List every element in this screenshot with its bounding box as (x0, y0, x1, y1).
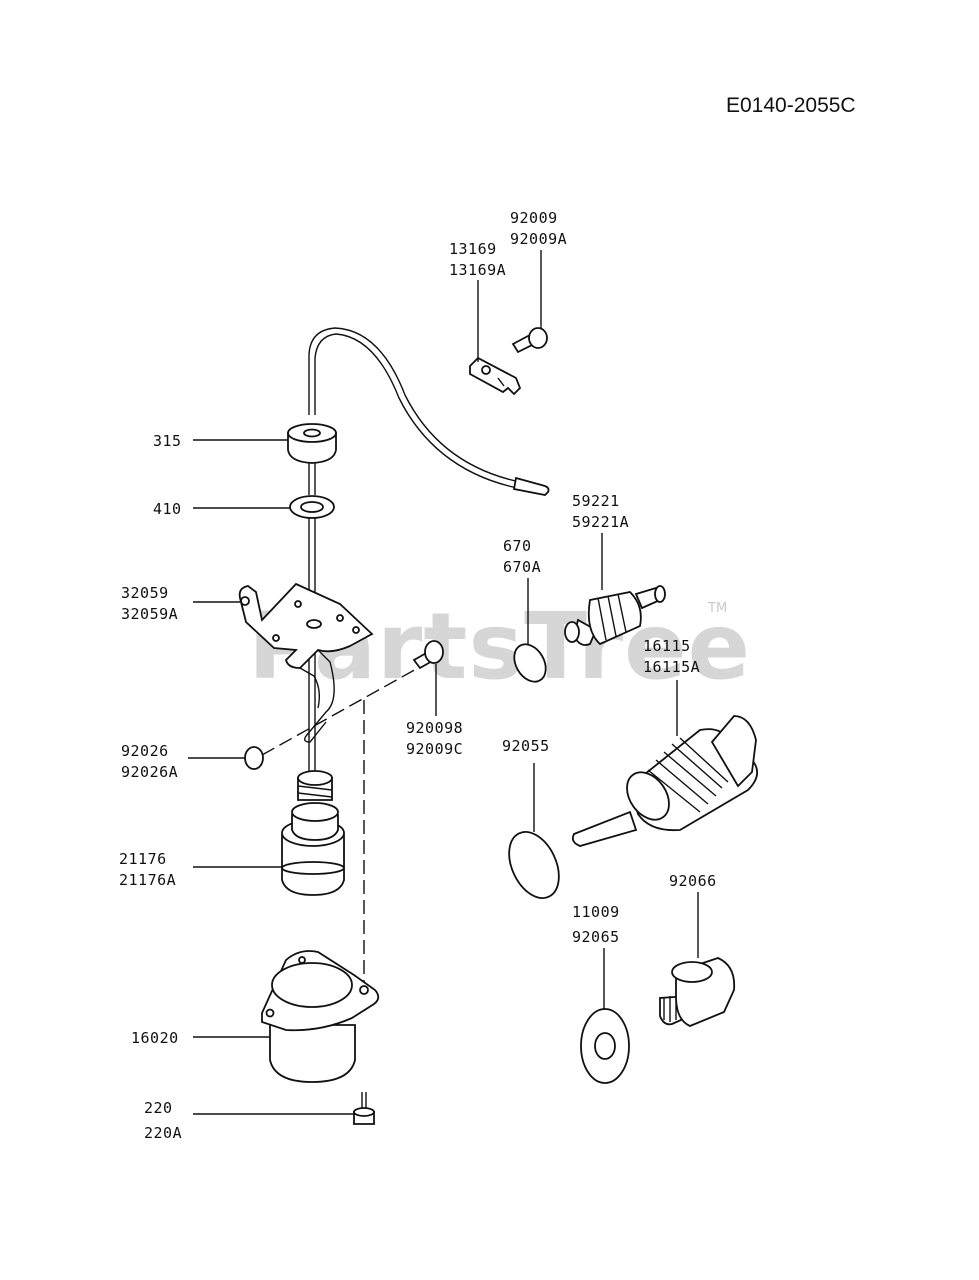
watermark-trademark: TM (707, 601, 727, 616)
screw-92009c-part (412, 640, 444, 670)
callout-label: 920098 (406, 719, 463, 737)
diagram-code: E0140-2055C (726, 94, 856, 117)
callout-label: 220A (144, 1124, 182, 1142)
callout-92009[interactable]: 92009 92009A (510, 209, 567, 248)
callout-920098[interactable]: 920098 92009C (406, 719, 463, 758)
callout-label: 32059 (121, 584, 169, 602)
callout-32059[interactable]: 32059 32059A (121, 584, 178, 623)
plug-92066-part (659, 957, 736, 1027)
plate-13169-part (469, 356, 522, 396)
callout-label: 92055 (502, 737, 550, 755)
callout-label: 670A (503, 558, 541, 576)
callout-670[interactable]: 670 670A (503, 537, 541, 576)
callout-label: 92009C (406, 740, 463, 758)
callout-label: 92066 (669, 872, 717, 890)
callout-label: 670 (503, 537, 532, 555)
callout-label: 16115A (643, 658, 700, 676)
washer-410-part (289, 495, 335, 519)
switch-59221-part (564, 585, 666, 646)
callout-21176[interactable]: 21176 21176A (119, 850, 176, 889)
callout-label: 13169A (449, 261, 506, 279)
callout-label: 315 (153, 432, 182, 450)
callout-label: 410 (153, 500, 182, 518)
oring-670-part (513, 643, 547, 683)
screw-220-part (353, 1092, 375, 1125)
callout-label: 92026A (121, 763, 178, 781)
callout-315[interactable]: 315 (153, 432, 182, 450)
callout-16020[interactable]: 16020 (131, 1029, 179, 1047)
callout-label: 92009 (510, 209, 558, 227)
washer-92065-part (580, 1008, 630, 1084)
callout-92055[interactable]: 92055 (502, 737, 550, 755)
callout-label: 92026 (121, 742, 169, 760)
callout-59221[interactable]: 59221 59221A (572, 492, 629, 531)
screw-92009-part (511, 327, 548, 354)
bracket-32059-part (238, 582, 374, 743)
callout-label: 220 (144, 1099, 173, 1117)
callout-220[interactable]: 220 220A (144, 1099, 182, 1142)
alignment-line-diagonal (261, 667, 419, 756)
leader-lines (188, 250, 699, 1115)
oring-92055-part (508, 831, 560, 899)
callout-label: 21176A (119, 871, 176, 889)
callout-410[interactable]: 410 (153, 500, 182, 518)
callout-label: 92065 (572, 928, 620, 946)
callout-label: 16115 (643, 637, 691, 655)
callout-16115[interactable]: 16115 16115A (643, 637, 700, 676)
callout-label: 21176 (119, 850, 167, 868)
solenoid-21176-part (281, 770, 345, 896)
sensor-16115-part (571, 715, 758, 847)
callout-13169[interactable]: 13169 13169A (449, 240, 506, 279)
callout-label: 59221A (572, 513, 629, 531)
washer-92026-part (244, 746, 264, 770)
housing-16020-part (261, 950, 380, 1083)
callout-label: 92009A (510, 230, 567, 248)
callout-92066[interactable]: 92066 (669, 872, 717, 890)
callout-label: 59221 (572, 492, 620, 510)
callout-label: 16020 (131, 1029, 179, 1047)
callout-label: 13169 (449, 240, 497, 258)
callout-11009[interactable]: 11009 92065 (572, 903, 620, 946)
callout-label: 32059A (121, 605, 178, 623)
nut-315-part (287, 423, 337, 464)
callout-92026[interactable]: 92026 92026A (121, 742, 178, 781)
callout-label: 11009 (572, 903, 620, 921)
